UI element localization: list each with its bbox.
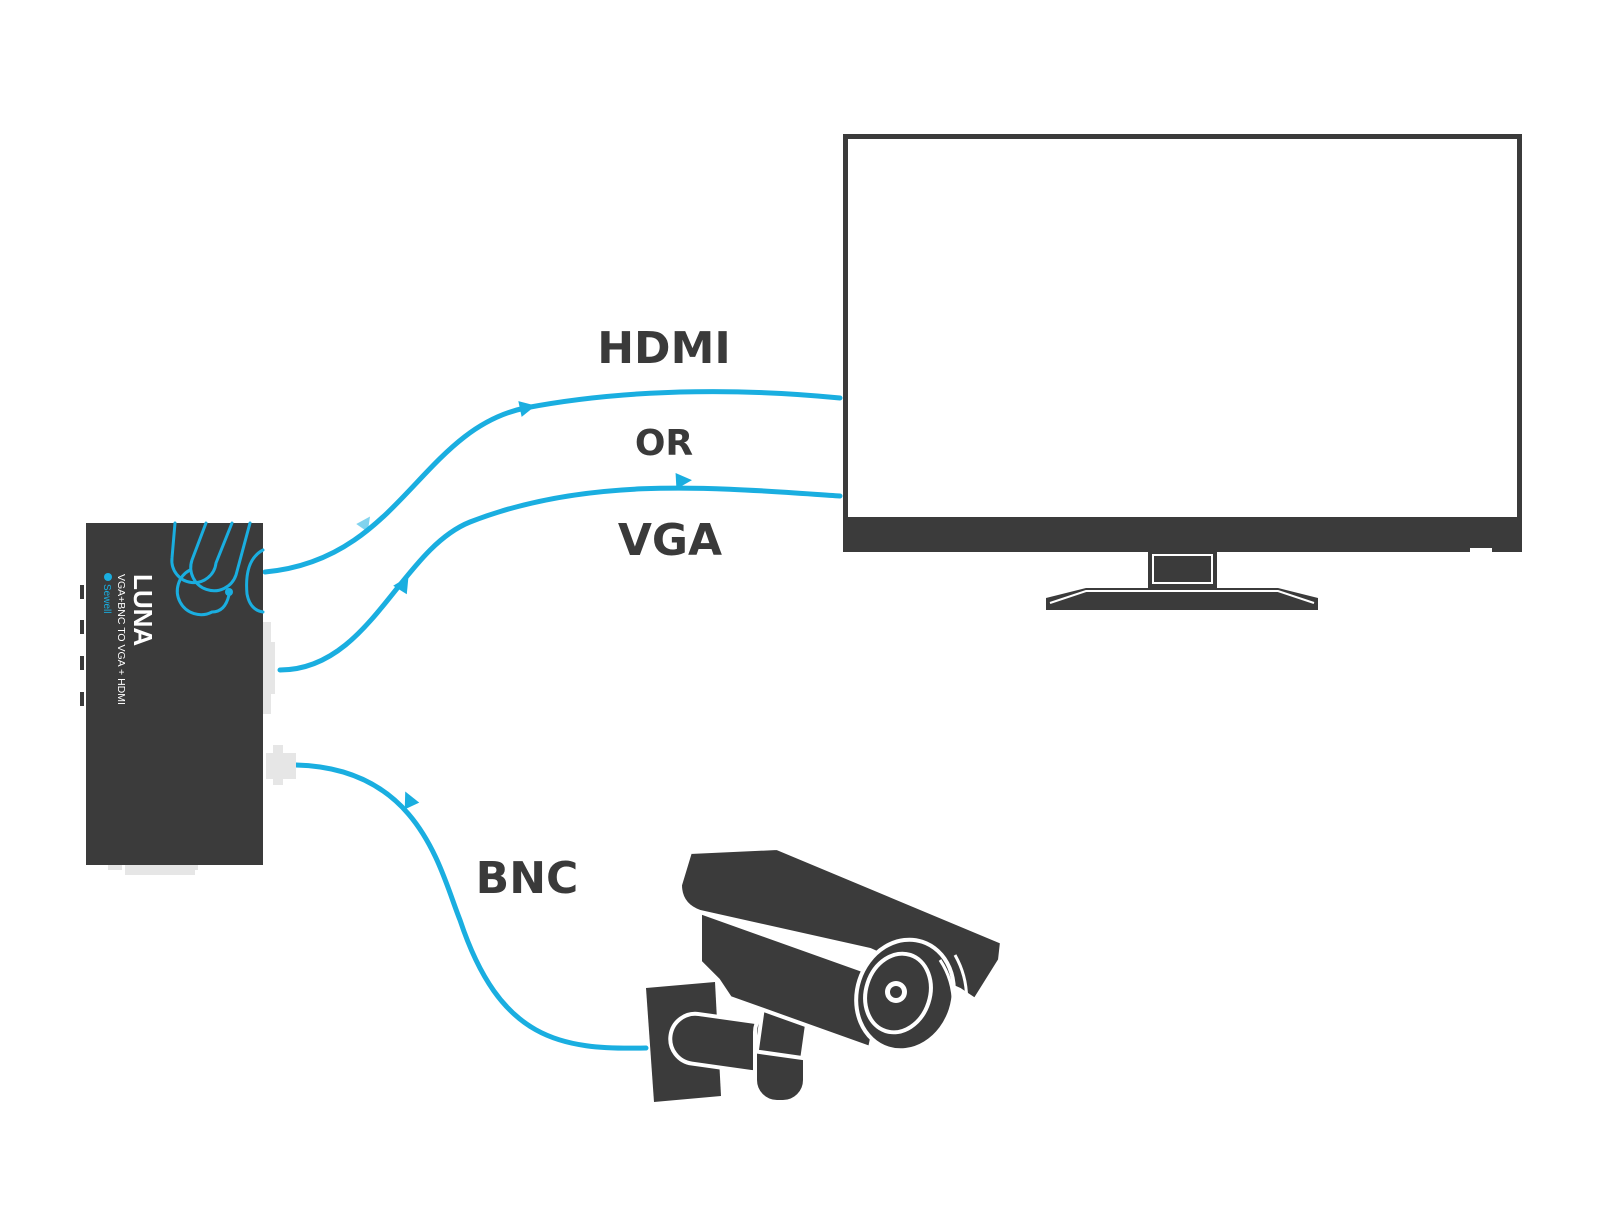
- camera-lens-center-dot: [890, 986, 902, 998]
- bnc-port-stem: [273, 779, 283, 785]
- side-button: [80, 585, 84, 599]
- converter-brand: Sewell: [101, 584, 112, 613]
- or-label: OR: [635, 423, 693, 464]
- monitor-neck-inner: [1152, 554, 1213, 584]
- security-camera-icon: [646, 846, 1004, 1104]
- direction-arrows: [356, 401, 692, 810]
- hdmi-arrow-icon: [518, 401, 536, 417]
- converter-subtitle: VGA+BNC TO VGA + HDMI: [115, 574, 127, 705]
- monitor-base-line: [1049, 590, 1315, 604]
- vga-port-inner: [267, 642, 275, 694]
- bottom-port-connector: [180, 864, 198, 870]
- converter-box-icon: LUNA VGA+BNC TO VGA + HDMI Sewell: [80, 521, 296, 875]
- bnc-cable: [293, 762, 649, 1051]
- converter-decor: [170, 521, 265, 617]
- converter-label: LUNA VGA+BNC TO VGA + HDMI Sewell: [101, 573, 158, 705]
- converter-name: LUNA: [128, 574, 158, 646]
- monitor-power-led: [1470, 548, 1492, 552]
- hdmi-cable: [262, 389, 843, 575]
- vga-arrow-icon: [675, 473, 692, 489]
- hdmi-label: HDMI: [597, 323, 731, 374]
- bottom-port-connector: [125, 865, 195, 875]
- bnc-port-connector: [266, 753, 296, 779]
- monitor-icon: [843, 134, 1522, 610]
- bnc-port-stem: [273, 745, 283, 753]
- vga-label: VGA: [618, 515, 722, 566]
- vga-cable: [277, 485, 843, 673]
- brand-logo-icon: [104, 573, 112, 581]
- monitor-base: [1046, 588, 1318, 610]
- vga-arrow-secondary-icon: [393, 576, 409, 595]
- side-button: [80, 620, 84, 634]
- monitor-screen: [848, 139, 1517, 517]
- hdmi-arrow-secondary-icon: [356, 516, 371, 533]
- side-button: [80, 656, 84, 670]
- camera-visor-lines: [938, 954, 969, 1031]
- bottom-port-connector: [108, 864, 122, 870]
- bnc-label: BNC: [476, 853, 579, 904]
- bnc-arrow-icon: [404, 791, 420, 810]
- side-button: [80, 692, 84, 706]
